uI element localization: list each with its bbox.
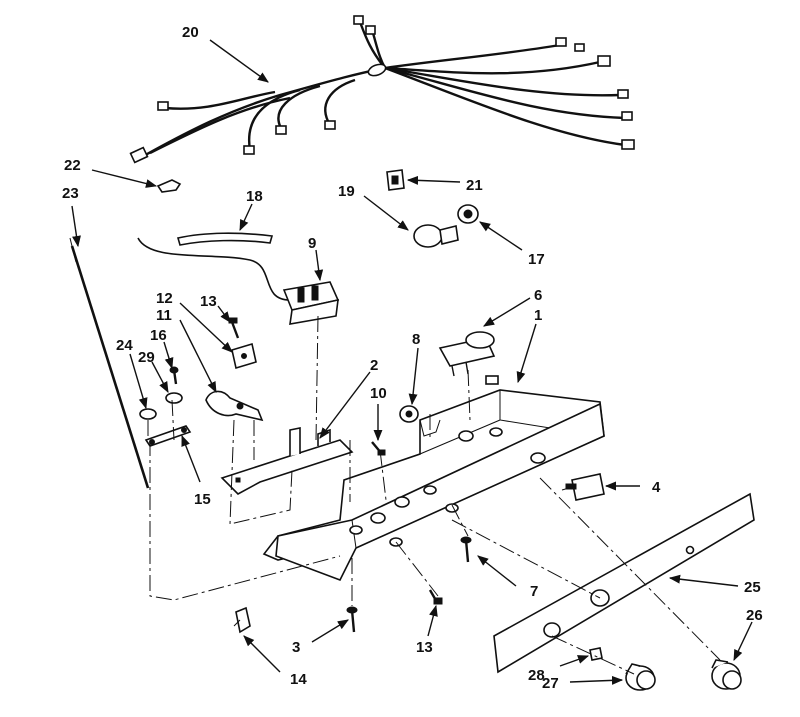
- callout-8: 8: [412, 331, 420, 348]
- callout-20: 20: [182, 24, 199, 41]
- callout-17: 17: [528, 251, 545, 268]
- tube-part-18: [137, 232, 291, 301]
- callout-13-upper: 13: [200, 293, 217, 310]
- light-bulb-part-19: [413, 224, 459, 248]
- screw-part-13-lower: [428, 589, 443, 605]
- callout-4: 4: [652, 479, 661, 496]
- assembly-lines: [147, 315, 721, 675]
- callout-15: 15: [194, 491, 211, 508]
- callout-9: 9: [308, 235, 316, 252]
- callout-12: 12: [156, 290, 173, 307]
- callout-2: 2: [370, 357, 378, 374]
- callout-28: 28: [528, 667, 545, 684]
- callout-3: 3: [292, 639, 300, 656]
- clip-part-14: [233, 606, 251, 634]
- knob-part-27: [625, 663, 656, 691]
- lamp-socket-part-17: [457, 204, 479, 224]
- knob-part-26: [711, 659, 742, 690]
- screw-part-13-upper: [228, 317, 240, 339]
- wire-harness-part-20: [129, 15, 635, 164]
- bushing-part-8: [399, 405, 419, 423]
- leader-lines: [71, 39, 753, 685]
- callout-labels: 20 22 23 18 19 21 17 9 6 1 12 13 11 16 2…: [62, 24, 763, 692]
- callout-10: 10: [370, 385, 387, 402]
- callout-25: 25: [744, 579, 761, 596]
- callout-26: 26: [746, 607, 763, 624]
- callout-1: 1: [534, 307, 542, 324]
- pin-part-16: [169, 366, 179, 385]
- bracket-part-12: [231, 342, 257, 370]
- callout-18: 18: [246, 188, 263, 205]
- rod-part-23: [69, 237, 150, 489]
- callout-27: 27: [542, 675, 559, 692]
- callout-22: 22: [64, 157, 81, 174]
- callout-23: 23: [62, 185, 79, 202]
- control-part-6: [438, 331, 496, 377]
- callout-19: 19: [338, 183, 355, 200]
- control-panel-part-25: [493, 492, 755, 674]
- lever-part-11: [205, 390, 264, 422]
- bulb-clip-part-21: [386, 169, 405, 191]
- control-housing-part-1: [262, 375, 605, 582]
- callout-13-lower: 13: [416, 639, 433, 656]
- washer-part-29: [165, 392, 183, 404]
- light-shield-part-28: [589, 647, 603, 661]
- callout-24: 24: [116, 337, 133, 354]
- callout-29: 29: [138, 349, 155, 366]
- bracket-part-2: [220, 427, 354, 495]
- callout-6: 6: [534, 287, 542, 304]
- clip-part-22: [156, 179, 182, 193]
- callout-21: 21: [466, 177, 483, 194]
- link-part-15: [144, 425, 192, 447]
- screw-part-10: [371, 441, 386, 456]
- screw-part-7: [460, 536, 472, 563]
- washer-part-24: [139, 408, 157, 420]
- screw-part-3: [346, 606, 358, 633]
- callout-14: 14: [290, 671, 307, 688]
- callout-7: 7: [530, 583, 538, 600]
- relay-part-9: [282, 281, 340, 325]
- callout-16: 16: [150, 327, 167, 344]
- callout-11: 11: [156, 307, 172, 324]
